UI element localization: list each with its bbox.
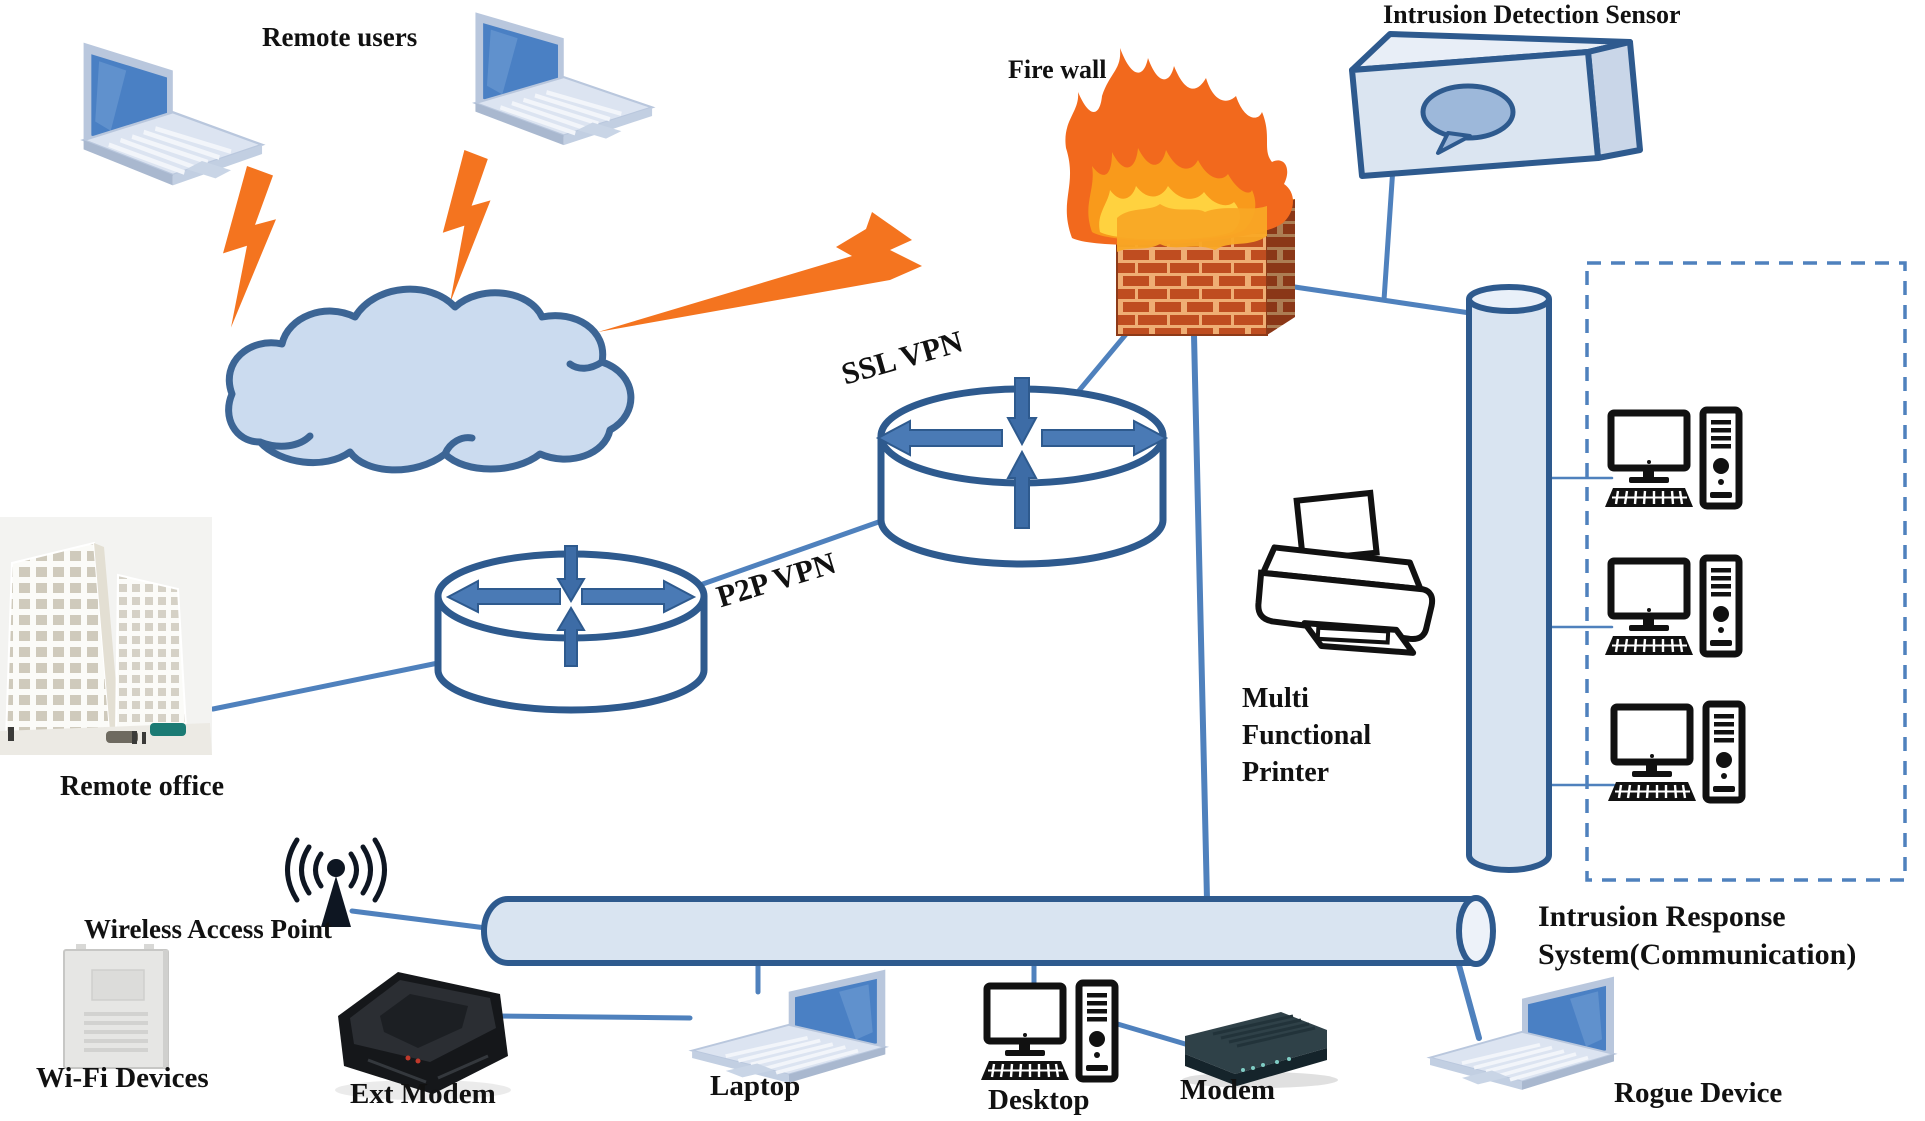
multi-functional-printer-label: Multi Functional Printer (1242, 683, 1372, 788)
router-arrow-down (556, 545, 586, 603)
router-arrow-left (445, 579, 561, 614)
connector-firewall-to-bus (1191, 332, 1210, 903)
connector-bus-to-rogue (1454, 955, 1482, 1041)
wireless-access-point-label: Wireless Access Point (84, 914, 332, 944)
intrusion-detection-sensor-icon (1349, 31, 1643, 179)
zone-pc-2-icon (1605, 558, 1739, 655)
remote-user-laptop-1-icon (84, 43, 262, 186)
lightning-bolt-right-icon (442, 150, 491, 303)
lightning-bolt-large-icon (598, 212, 922, 332)
desktop-label: Desktop (988, 1084, 1090, 1116)
zone-pc-1-icon (1605, 410, 1739, 507)
router-arrow-up (556, 606, 586, 667)
remote-users-label: Remote users (262, 22, 418, 52)
zone-pc-3-icon (1608, 704, 1742, 801)
connector-wap-to-bus (349, 908, 497, 932)
remote-office-label: Remote office (60, 771, 225, 802)
router-arrow-down (1006, 377, 1038, 447)
router-arrow-left (875, 419, 1003, 457)
desktop-pc-icon (981, 983, 1115, 1080)
ext-modem-icon (335, 972, 511, 1100)
rogue-device-label: Rogue Device (1614, 1077, 1783, 1109)
sensor-bubble-tail (1436, 131, 1472, 155)
connector-firewall-to-backbone (1285, 283, 1473, 316)
backbone-cylinder-icon (1466, 284, 1552, 873)
lan-laptop-icon (692, 970, 885, 1083)
firewall-icon (1065, 48, 1295, 336)
modem-label: Modem (1180, 1074, 1276, 1106)
sensor-bubble-icon (1420, 83, 1516, 141)
internet-cloud-icon (225, 285, 635, 474)
response-zone-dashed-box (1585, 261, 1907, 882)
laptop-label: Laptop (710, 1070, 801, 1102)
remote-office-building-icon (0, 517, 212, 755)
intrusion-response-system-label: Intrusion Response System(Communication) (1538, 900, 1857, 972)
connector-remote-office-to-p2p (210, 659, 446, 712)
connector-desktop-to-modem (1101, 1017, 1195, 1049)
connector-p2p-to-ssl (697, 516, 890, 588)
firewall-label: Fire wall (1008, 55, 1107, 84)
network-bus-icon (481, 895, 1496, 967)
lightning-bolt-left-icon (223, 166, 276, 328)
connector-ids-down (1381, 164, 1396, 303)
router-arrow-up (1006, 449, 1038, 529)
intrusion-detection-sensor-label: Intrusion Detection Sensor (1383, 0, 1681, 29)
ssl-vpn-router-icon (875, 377, 1169, 568)
rogue-device-laptop-icon (1428, 974, 1616, 1092)
router-arrow-right (1041, 419, 1169, 457)
wireless-access-point-icon (285, 837, 387, 927)
wifi-devices-label: Wi-Fi Devices (36, 1062, 209, 1094)
remote-user-laptop-2-icon (475, 12, 652, 145)
router-arrow-right (581, 579, 697, 614)
printer-icon (1255, 489, 1436, 656)
p2p-vpn-router-icon (434, 545, 708, 714)
modem-icon (1182, 1012, 1338, 1088)
ext-modem-label: Ext Modem (350, 1078, 496, 1110)
wifi-device-icon (63, 944, 169, 1069)
